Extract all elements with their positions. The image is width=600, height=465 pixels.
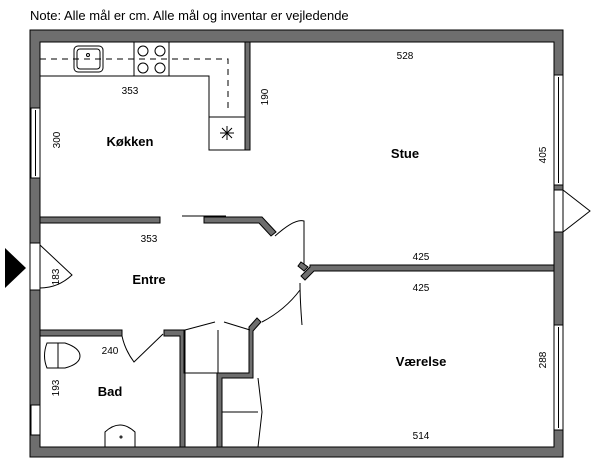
room-bedroom: Værelse [396,354,447,369]
room-living: Stue [391,146,419,161]
wall-kitchen-entre-right [203,216,277,237]
dim-bedroom-bottom: 514 [413,431,430,442]
dim-kitchen-partition: 190 [260,88,271,105]
entrance-door[interactable] [29,242,41,291]
wall-living-bedroom [300,264,555,281]
dim-bedroom-top: 425 [413,283,430,294]
balcony-door[interactable] [553,189,564,233]
dim-entrance-height: 183 [51,268,62,285]
stove-icon [133,41,170,77]
wall-kitchen-entre-left [39,216,161,224]
bath-sink-icon [104,424,136,447]
dim-entrance-width: 353 [141,234,158,245]
room-entrance: Entre [132,272,165,287]
dim-living-bottom: 425 [413,252,430,263]
dim-living-height: 405 [538,146,549,163]
room-kitchen: Køkken [107,134,154,149]
entrance-arrow-icon [5,248,26,288]
kitchen-sink-icon [73,45,104,73]
room-bathroom: Bad [98,384,123,399]
dim-bedroom-height: 288 [538,351,549,368]
toilet-icon [44,342,81,369]
dim-bath-height: 193 [51,379,62,396]
dim-living-top: 528 [397,51,414,62]
closet-walls [180,317,262,448]
dim-bath-width: 240 [102,346,119,357]
wall-kitchen-living [244,41,251,151]
window-bath [30,404,41,436]
dim-kitchen-height: 300 [52,131,63,148]
outer-walls [29,29,564,458]
wall-entre-bath [39,329,123,337]
floorplan-note: Note: Alle mål er cm. Alle mål og invent… [30,8,349,23]
dim-kitchen-width: 353 [122,86,139,97]
